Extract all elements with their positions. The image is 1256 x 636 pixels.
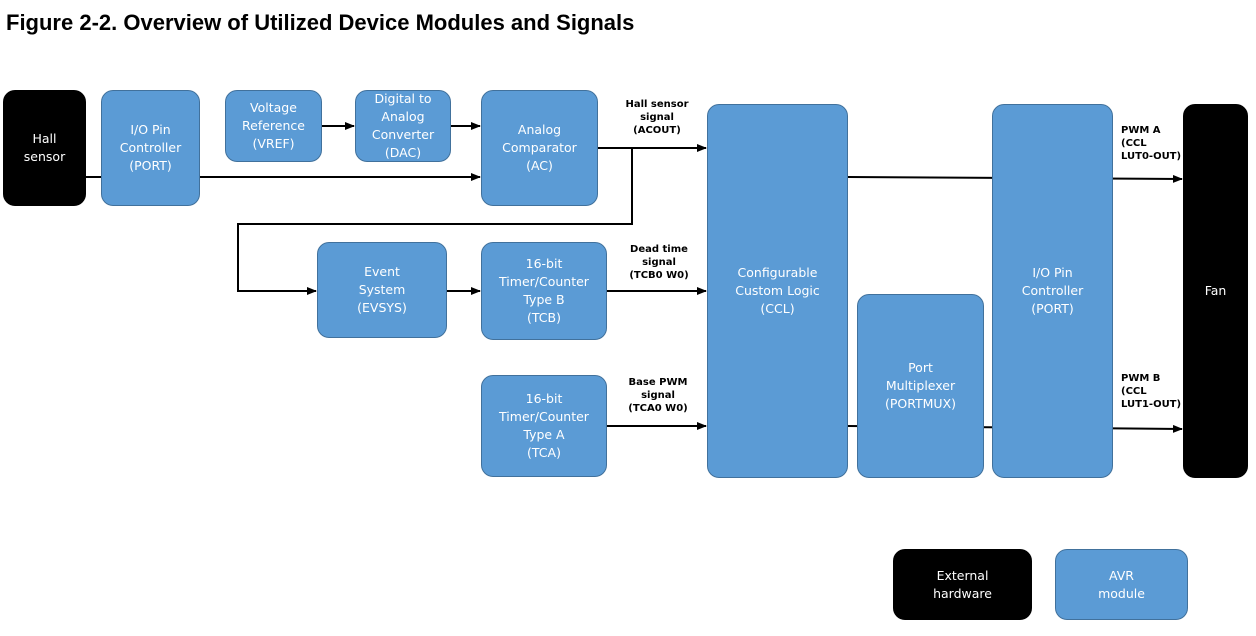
portmux-label: Port Multiplexer (PORTMUX) — [884, 360, 957, 411]
tcb-label: 16-bit Timer/Counter Type B (TCB) — [499, 256, 589, 325]
event-system-label: Event System (EVSYS) — [357, 264, 407, 315]
io-pin-controller-left-block: I/O Pin Controller (PORT) — [101, 90, 200, 206]
legend-avr-module: AVR module — [1055, 549, 1188, 620]
analog-comparator-label: Analog Comparator (AC) — [502, 122, 577, 173]
vref-label: Voltage Reference (VREF) — [242, 100, 305, 151]
portmux-block: Port Multiplexer (PORTMUX) — [857, 294, 984, 478]
io-pin-controller-left-label: I/O Pin Controller (PORT) — [119, 122, 182, 173]
dac-block: Digital to Analog Converter (DAC) — [355, 90, 451, 162]
ac-to-evsys-wire — [237, 148, 633, 295]
analog-comparator-block: Analog Comparator (AC) — [481, 90, 598, 206]
ccl-block: Configurable Custom Logic (CCL) — [707, 104, 848, 478]
hall-sensor-label: Hall sensor — [23, 131, 66, 164]
legend-external-hardware: External hardware — [893, 549, 1032, 620]
ccl-label: Configurable Custom Logic (CCL) — [735, 265, 820, 316]
tca-block: 16-bit Timer/Counter Type A (TCA) — [481, 375, 607, 477]
fan-block: Fan — [1183, 104, 1248, 478]
dead-time-signal-label: Dead time signal (TCB0 W0) — [629, 244, 689, 281]
vref-block: Voltage Reference (VREF) — [225, 90, 322, 162]
pwm-b-signal-label: PWM B (CCL LUT1-OUT) — [1121, 373, 1182, 410]
tca-label: 16-bit Timer/Counter Type A (TCA) — [499, 391, 589, 460]
tcb-block: 16-bit Timer/Counter Type B (TCB) — [481, 242, 607, 340]
fan-label: Fan — [1204, 283, 1227, 298]
figure-title: Figure 2-2. Overview of Utilized Device … — [6, 10, 635, 35]
hall-sensor-block: Hall sensor — [3, 90, 86, 206]
legend-avr-module-label: AVR module — [1098, 567, 1145, 601]
legend-external-hardware-label: External hardware — [933, 567, 992, 601]
hall-sensor-signal-label: Hall sensor signal (ACOUT) — [625, 99, 689, 136]
io-pin-controller-right-block: I/O Pin Controller (PORT) — [992, 104, 1113, 478]
pwm-a-signal-label: PWM A (CCL LUT0-OUT) — [1121, 125, 1182, 162]
event-system-block: Event System (EVSYS) — [317, 242, 447, 338]
dac-label: Digital to Analog Converter (DAC) — [371, 91, 435, 160]
base-pwm-signal-label: Base PWM signal (TCA0 W0) — [628, 377, 688, 414]
io-pin-controller-right-label: I/O Pin Controller (PORT) — [1021, 265, 1084, 316]
